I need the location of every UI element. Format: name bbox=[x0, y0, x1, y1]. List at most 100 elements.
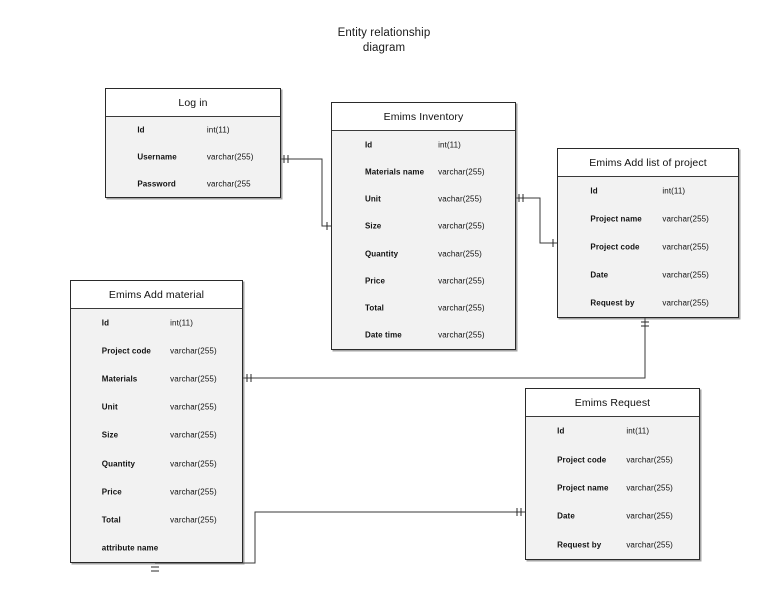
entity-title-emims-request: Emims Request bbox=[526, 389, 699, 417]
attribute-row: Password varchar(255 bbox=[106, 170, 280, 197]
attribute-type: varchar(255 bbox=[206, 179, 251, 189]
attribute-name: Quantity bbox=[101, 459, 136, 469]
attribute-row: Total varchar(255) bbox=[71, 506, 242, 534]
page-title: Entity relationship diagram bbox=[337, 27, 431, 54]
attribute-name: Password bbox=[137, 179, 176, 189]
attribute-type: varchar(255) bbox=[438, 167, 485, 177]
attribute-row: Price varchar(255) bbox=[71, 478, 242, 506]
attribute-row: Quantity varchar(255) bbox=[71, 450, 242, 478]
attribute-type: int(11) bbox=[662, 186, 686, 196]
attribute-type: varchar(255) bbox=[438, 276, 485, 286]
attribute-name: Price bbox=[101, 487, 122, 497]
attribute-type: varchar(255) bbox=[662, 298, 709, 308]
attribute-row: Date varchar(255) bbox=[558, 261, 738, 289]
attribute-row: Id int(11) bbox=[526, 417, 699, 445]
attribute-row: Request by varchar(255) bbox=[558, 289, 738, 317]
attribute-name: Request by bbox=[557, 540, 602, 550]
attribute-row: Username varchar(255) bbox=[106, 144, 280, 171]
entity-title-log-in: Log in bbox=[106, 89, 280, 117]
attribute-name: Id bbox=[101, 318, 110, 328]
attribute-row: Unit vachar(255) bbox=[332, 186, 515, 213]
attribute-name: Id bbox=[137, 125, 145, 135]
attribute-name: Size bbox=[101, 430, 119, 440]
attribute-row: Id int(11) bbox=[332, 131, 515, 158]
attribute-type: varchar(255) bbox=[438, 330, 485, 340]
attribute-name: Date time bbox=[364, 330, 402, 340]
attribute-row: Id int(11) bbox=[71, 309, 242, 337]
attribute-row: Unit varchar(255) bbox=[71, 393, 242, 421]
attribute-type: int(11) bbox=[626, 426, 650, 436]
attribute-name: Username bbox=[137, 152, 177, 162]
attribute-type: varchar(255) bbox=[170, 430, 217, 440]
attribute-name: Unit bbox=[364, 194, 381, 204]
attribute-name: Project code bbox=[590, 242, 640, 252]
attribute-name: Materials name bbox=[364, 167, 425, 177]
attribute-name: Project name bbox=[590, 214, 642, 224]
attribute-name: attribute name bbox=[101, 543, 159, 553]
attribute-name: Total bbox=[101, 515, 121, 525]
attribute-type: varchar(255) bbox=[206, 152, 254, 162]
attribute-type: varchar(255) bbox=[662, 270, 709, 280]
attribute-row: Project name varchar(255) bbox=[526, 474, 699, 502]
attribute-type: varchar(255) bbox=[170, 374, 217, 384]
attribute-type: vachar(255) bbox=[438, 249, 482, 259]
attribute-type: varchar(255) bbox=[626, 540, 673, 550]
attribute-name: Quantity bbox=[364, 249, 399, 259]
attribute-name: Total bbox=[364, 303, 384, 313]
attribute-type: int(11) bbox=[170, 318, 193, 328]
attribute-name: Request by bbox=[590, 298, 635, 308]
connector-login-inventory bbox=[281, 158, 331, 227]
attribute-type: varchar(255) bbox=[626, 483, 673, 493]
attribute-type: int(11) bbox=[438, 140, 461, 150]
entity-body-log-in: Id int(11) Username varchar(255) Password var… bbox=[106, 117, 280, 197]
attribute-type: varchar(255) bbox=[438, 303, 485, 313]
attribute-type: vachar(255) bbox=[438, 194, 482, 204]
attribute-name: Date bbox=[557, 511, 575, 521]
attribute-type: varchar(255) bbox=[438, 221, 485, 231]
attribute-row: Size varchar(255) bbox=[71, 421, 242, 449]
attribute-type: varchar(255) bbox=[662, 242, 709, 252]
attribute-name: Project code bbox=[557, 455, 607, 465]
attribute-row: Quantity vachar(255) bbox=[332, 240, 515, 267]
entity-title-emims-add-material: Emims Add material bbox=[71, 281, 242, 309]
attribute-name: Id bbox=[364, 140, 373, 150]
attribute-name: Unit bbox=[101, 402, 118, 412]
attribute-row: Id int(11) bbox=[106, 117, 280, 144]
attribute-type: varchar(255) bbox=[170, 402, 217, 412]
attribute-name: Price bbox=[364, 276, 386, 286]
attribute-type: varchar(255) bbox=[170, 346, 217, 356]
attribute-row: Request by varchar(255) bbox=[526, 531, 699, 559]
attribute-row: Total varchar(255) bbox=[332, 295, 515, 322]
entity-log-in[interactable]: Log in Id int(11) Username varchar(255) Passw… bbox=[105, 88, 281, 198]
attribute-type: varchar(255) bbox=[170, 515, 217, 525]
entity-title-emims-inventory: Emims Inventory bbox=[332, 103, 515, 131]
attribute-row: Materials name varchar(255) bbox=[332, 158, 515, 185]
attribute-type: varchar(255) bbox=[170, 487, 217, 497]
attribute-name: Date bbox=[590, 270, 609, 280]
attribute-type: varchar(255) bbox=[170, 459, 217, 469]
attribute-row: Id int(11) bbox=[558, 177, 738, 205]
attribute-type: varchar(255) bbox=[626, 455, 673, 465]
entity-title-emims-add-list-of-project: Emims Add list of project bbox=[558, 149, 738, 177]
attribute-name: Id bbox=[590, 186, 598, 196]
attribute-row: Project code varchar(255) bbox=[71, 337, 242, 365]
attribute-name: Id bbox=[557, 426, 565, 436]
attribute-name: Project name bbox=[557, 483, 609, 493]
attribute-type: int(11) bbox=[206, 125, 230, 135]
attribute-row: Project code varchar(255) bbox=[526, 445, 699, 473]
connector-inventory-listofproject bbox=[516, 197, 557, 244]
attribute-row: Project code varchar(255) bbox=[558, 233, 738, 261]
attribute-name: Project code bbox=[101, 346, 151, 356]
